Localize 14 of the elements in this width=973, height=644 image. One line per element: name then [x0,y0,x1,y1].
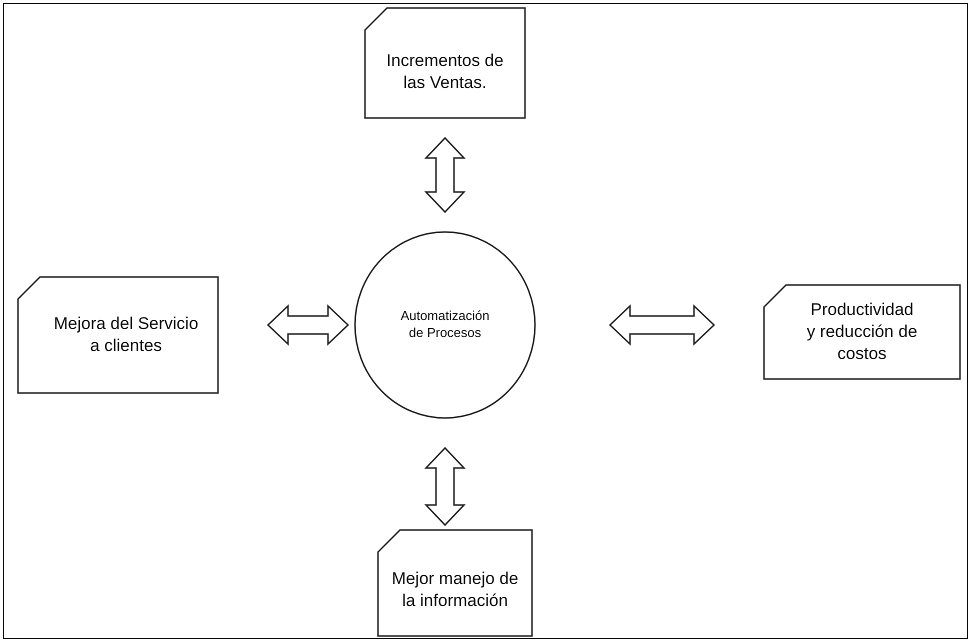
double-block-arrow [266,304,350,346]
node-label: Incrementos de las Ventas. [385,50,505,94]
card-box [378,530,532,636]
card-box [365,8,525,118]
node-label: Productividad y reducción de costos [806,298,918,366]
process-circle [355,232,535,418]
card-box [18,277,218,393]
double-block-arrow [424,136,466,214]
double-block-arrow [424,446,466,526]
card-box [764,285,960,379]
double-block-arrow [608,304,716,346]
node-label: Mejor manejo de la información [390,568,520,612]
node-label: Automatización de Procesos [400,308,490,342]
node-label: Mejora del Servicio a clientes [52,312,200,357]
